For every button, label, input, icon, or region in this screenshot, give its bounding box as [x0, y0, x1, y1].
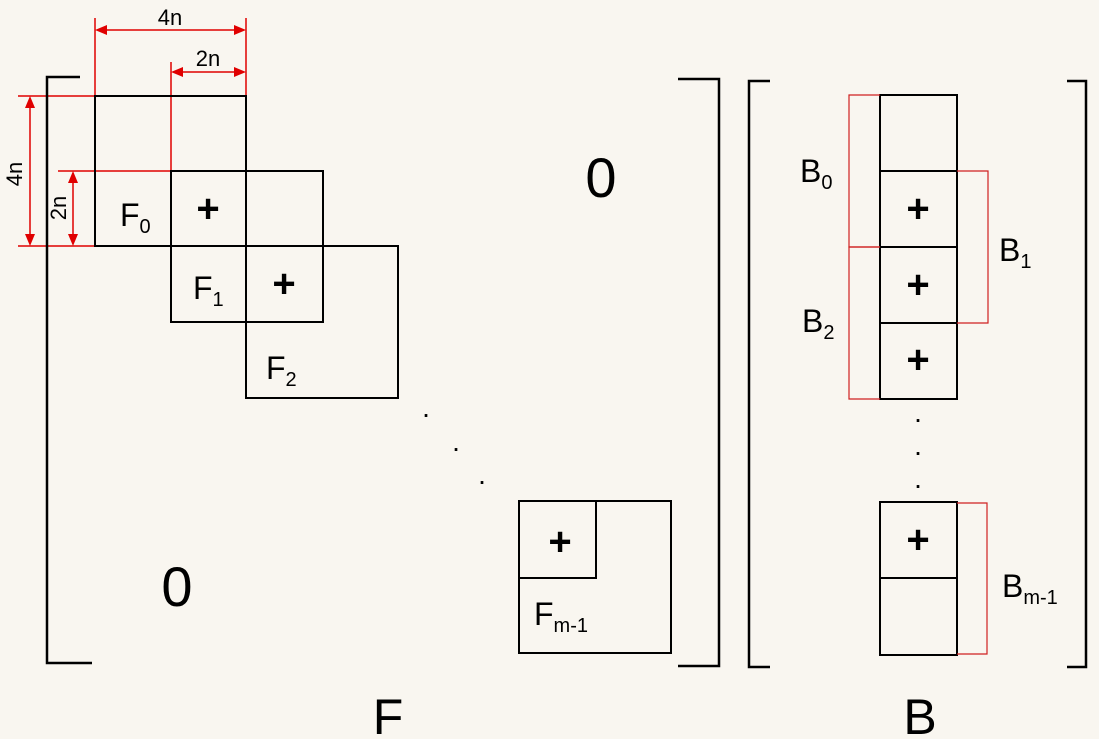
label-base: F [120, 197, 140, 233]
label-sub: 0 [821, 172, 832, 194]
arrow-head [68, 171, 78, 183]
matrix-b-right-bracket [1067, 79, 1088, 669]
group-bracket-bm1 [957, 502, 988, 655]
plus-sign: + [906, 187, 929, 231]
label-f1: F1 [193, 270, 224, 311]
label-f0: F0 [120, 197, 151, 238]
label-sub: 1 [1020, 251, 1031, 273]
dim-label-width-half: 2n [196, 46, 220, 71]
ellipsis-dot: . [452, 426, 460, 457]
label-b2: B2 [802, 303, 834, 344]
group-bracket-b2 [848, 246, 880, 400]
label-base: B [800, 153, 821, 189]
label-base: B [802, 303, 823, 339]
ellipsis-dot: . [914, 430, 922, 461]
ellipsis-dot: . [422, 392, 430, 423]
arrow-head [68, 234, 78, 246]
label-b0: B0 [800, 153, 832, 194]
dimension-annotations: 4n 2n 4n 2n [2, 5, 247, 247]
vector-cell [879, 577, 958, 656]
label-sub: 1 [213, 289, 224, 311]
dim-label-width-full: 4n [158, 5, 182, 30]
arrow-head [95, 25, 107, 35]
plus-sign: + [196, 187, 219, 231]
label-base: F [193, 270, 213, 306]
label-sub: 0 [140, 216, 151, 238]
zero-upper: 0 [585, 146, 616, 209]
vector-cell [879, 94, 958, 172]
vector-cell [879, 322, 958, 400]
matrix-b: B0 B1 B2 Bm-1 + + + + . . . B [747, 79, 1088, 739]
matrix-f-caption: F [373, 689, 404, 739]
group-bracket-b0 [848, 94, 880, 248]
matrix-b-left-bracket [747, 79, 770, 669]
plus-sign: + [906, 263, 929, 307]
label-sub: m-1 [554, 615, 588, 637]
label-sub: m-1 [1023, 587, 1057, 609]
matrix-f-left-bracket [45, 75, 92, 665]
label-f2: F2 [266, 350, 297, 391]
arrow-head [234, 25, 246, 35]
arrow-head [25, 234, 35, 246]
block-f2 [245, 245, 399, 399]
plus-sign: + [906, 518, 929, 562]
ellipsis-dot: . [914, 463, 922, 494]
plus-sign: + [272, 262, 295, 306]
arrow-head [234, 67, 246, 77]
label-base: B [999, 232, 1020, 268]
label-sub: 2 [823, 322, 834, 344]
matrix-f-right-bracket [678, 77, 721, 668]
matrix-b-caption: B [903, 689, 936, 739]
ellipsis-dot: . [478, 459, 486, 490]
dim-label-height-full: 4n [2, 162, 27, 186]
label-sub: 2 [286, 369, 297, 391]
arrow-head [171, 67, 183, 77]
ellipsis-dot: . [914, 397, 922, 428]
group-bracket-b1 [957, 170, 989, 324]
zero-lower: 0 [161, 555, 192, 618]
plus-sign: + [906, 338, 929, 382]
label-base: F [266, 350, 286, 386]
label-fm1: Fm-1 [534, 596, 588, 637]
label-bm1: Bm-1 [1002, 568, 1058, 609]
label-base: B [1002, 568, 1023, 604]
dim-label-height-half: 2n [46, 196, 71, 220]
arrow-head [25, 96, 35, 108]
matrix-f: F0 F1 F2 Fm-1 + + + . . . 0 0 F [45, 75, 721, 739]
label-base: F [534, 596, 554, 632]
overlap-cell [518, 500, 597, 579]
plus-sign: + [548, 520, 571, 564]
label-b1: B1 [999, 232, 1031, 273]
